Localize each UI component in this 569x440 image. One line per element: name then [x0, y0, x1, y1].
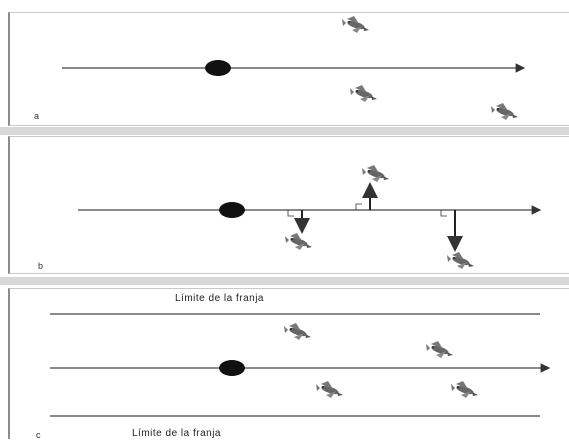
bird-icon: [491, 103, 518, 120]
right-angle-mark: [355, 203, 362, 210]
panel-c: Límite de la franja c Límite de la franj…: [8, 288, 569, 440]
separator-top: [0, 127, 569, 135]
bird-icon: [426, 341, 453, 358]
panel-c-label: c: [36, 430, 41, 440]
bird-icon: [362, 165, 389, 182]
bird-icon: [350, 85, 377, 102]
separator-bottom: [0, 277, 569, 285]
strip-top-label: Límite de la franja: [175, 293, 264, 304]
right-angle-mark: [440, 210, 447, 217]
strip-bottom-label: Límite de la franja: [132, 428, 221, 439]
panel-b: b: [8, 136, 569, 274]
observer-dot-c: [219, 360, 245, 376]
bird-icon: [285, 233, 312, 250]
panel-a: a: [8, 12, 569, 126]
bird-icon: [316, 381, 343, 398]
bird-icon: [451, 381, 478, 398]
right-angle-mark: [287, 210, 294, 217]
bird-icon: [284, 323, 311, 340]
bird-icon: [342, 16, 369, 33]
panel-a-label: a: [34, 111, 40, 121]
panel-b-label: b: [38, 261, 44, 271]
observer-dot-b: [219, 202, 245, 218]
bird-icon: [447, 252, 474, 269]
observer-dot-a: [205, 60, 231, 76]
